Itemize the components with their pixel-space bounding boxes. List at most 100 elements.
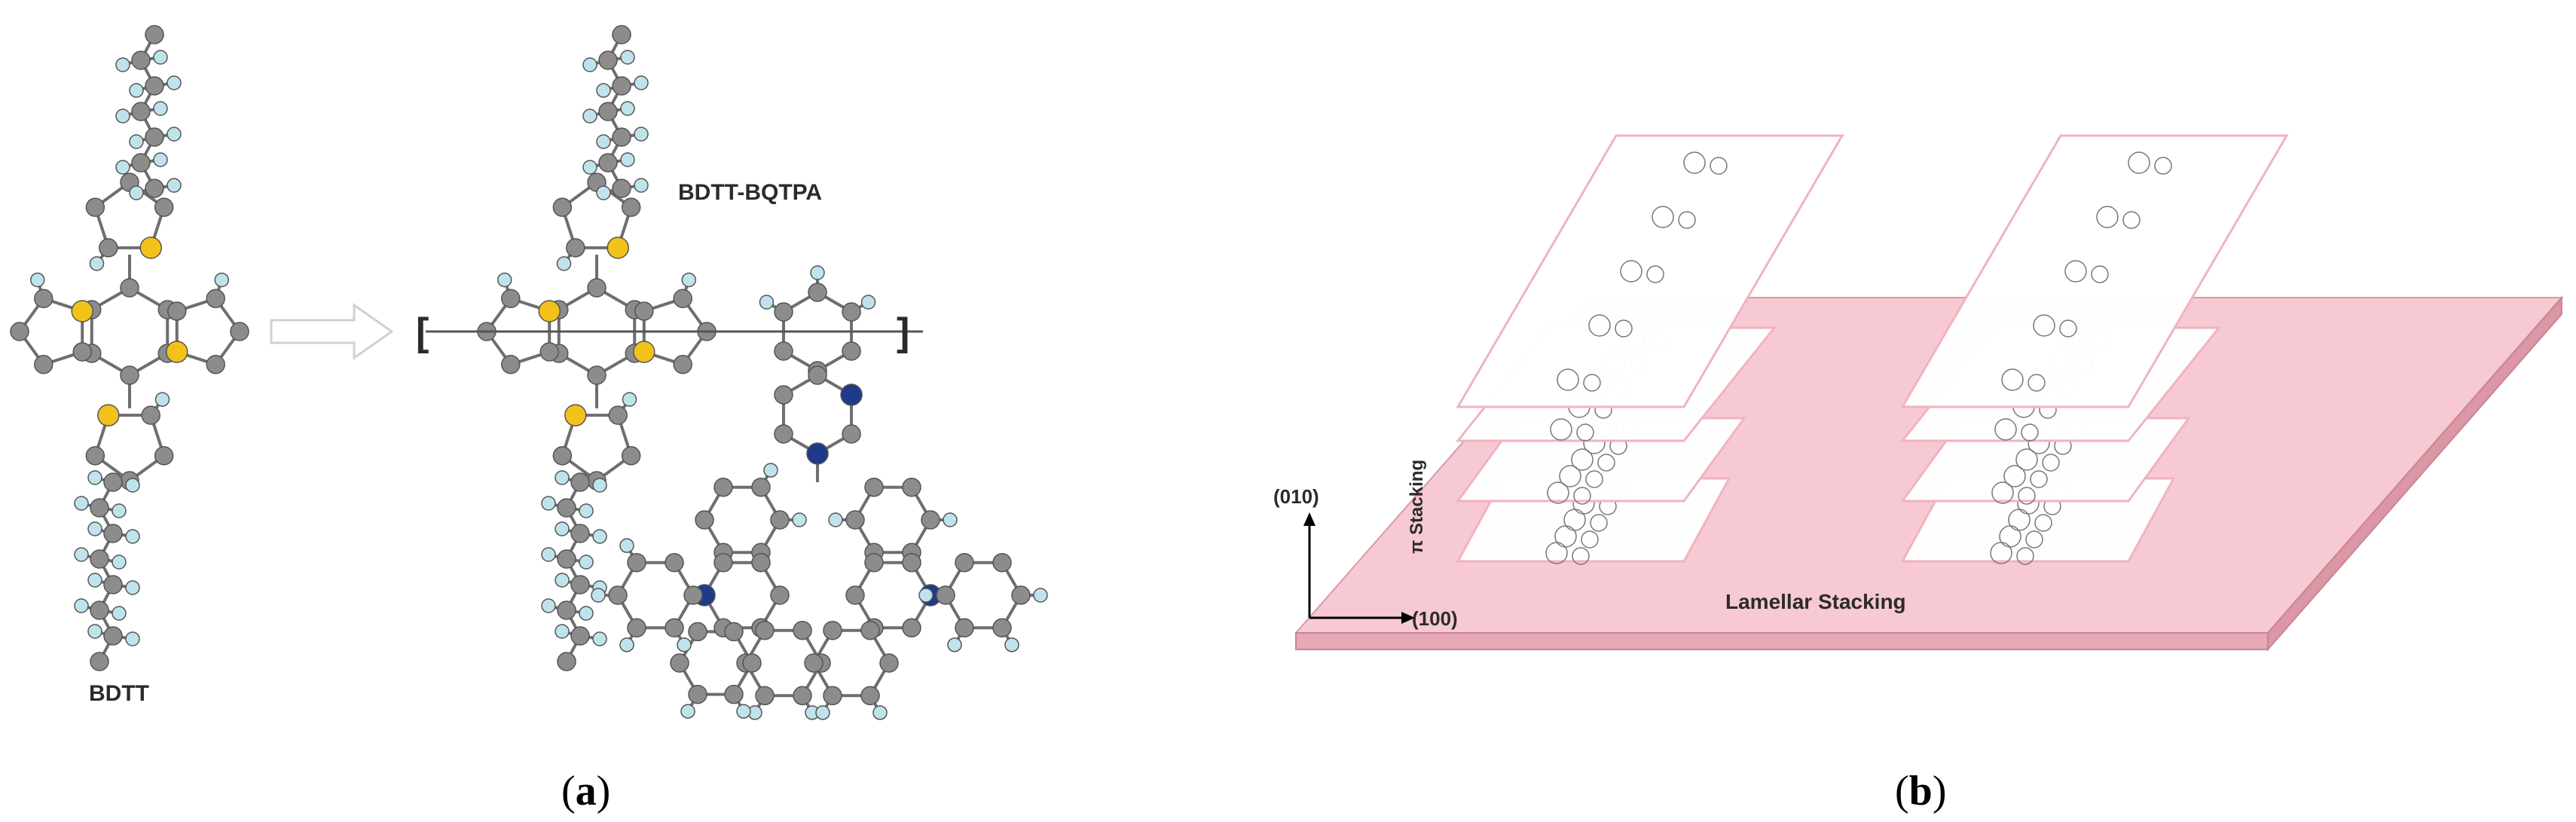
nitrogen-atom — [840, 383, 863, 406]
hydrogen-atom — [620, 50, 635, 65]
carbon-atom — [552, 197, 573, 217]
substrate-side — [2267, 295, 2562, 652]
hydrogen-atom — [30, 272, 45, 288]
hydrogen-atom — [592, 529, 607, 544]
carbon-atom — [724, 622, 744, 642]
hydrogen-atom — [763, 463, 778, 478]
carbon-atom — [145, 127, 164, 147]
hydrogen-atom — [918, 588, 934, 603]
carbon-atom — [570, 626, 590, 646]
carbon-atom — [10, 322, 29, 341]
carbon-atom — [860, 686, 880, 706]
carbon-atom — [845, 585, 865, 605]
carbon-atom — [864, 477, 884, 497]
axes — [1303, 512, 1415, 624]
lamellar-stacking-label: Lamellar Stacking — [1725, 590, 1906, 613]
hydrogen-atom — [129, 134, 144, 149]
carbon-atom — [120, 365, 139, 385]
carbon-atom — [85, 446, 105, 466]
transform-arrow — [270, 303, 394, 360]
carbon-atom — [793, 620, 812, 640]
carbon-atom — [808, 365, 827, 385]
carbon-atom — [774, 341, 793, 361]
carbon-atom — [131, 102, 151, 121]
carbon-atom — [557, 549, 576, 569]
carbon-atom — [612, 76, 631, 96]
sulfur-atom — [538, 300, 561, 322]
carbon-atom — [665, 552, 684, 573]
hydrogen-atom — [634, 75, 649, 90]
carbon-atom — [131, 153, 151, 173]
carbon-atom — [621, 446, 641, 466]
hydrogen-atom — [541, 547, 556, 562]
hydrogen-atom — [125, 478, 140, 493]
carbon-atom — [902, 477, 921, 497]
carbon-atom — [608, 405, 628, 425]
sulfur-atom — [71, 300, 93, 322]
pi-stacking-label: π Stacking — [1407, 460, 1427, 554]
hydrogen-atom — [872, 705, 888, 720]
hydrogen-atom — [214, 272, 229, 288]
hydrogen-atom — [167, 75, 182, 90]
hydrogen-atom — [87, 624, 102, 639]
carbon-atom — [120, 278, 139, 298]
hydrogen-atom — [129, 185, 144, 200]
carbon-atom — [501, 289, 521, 309]
hydrogen-atom — [89, 256, 105, 271]
carbon-atom — [230, 322, 249, 341]
hydrogen-atom — [620, 152, 635, 167]
carbon-atom — [688, 622, 707, 642]
hydrogen-atom — [125, 529, 140, 544]
stack-sheet — [1456, 134, 1844, 408]
carbon-atom — [751, 477, 771, 497]
carbon-atom — [103, 626, 123, 646]
carbon-atom — [72, 342, 92, 362]
carbon-atom — [557, 652, 576, 671]
hydrogen-atom — [759, 295, 775, 310]
hydrogen-atom — [810, 265, 825, 280]
hydrogen-atom — [556, 256, 572, 271]
hydrogen-atom — [596, 83, 611, 98]
carbon-atom — [955, 618, 974, 638]
hydrogen-atom — [634, 178, 649, 193]
polymer-label: BDTT-BQTPA — [678, 180, 822, 205]
panel-a: [ ] BDTT BDTT-BQTPA (a) — [10, 25, 1048, 814]
axis-100-label: (100) — [1412, 607, 1458, 630]
carbon-atom — [608, 585, 628, 605]
carbon-atom — [634, 301, 654, 321]
axis-010-label: (010) — [1273, 485, 1319, 508]
carbon-atom — [90, 652, 109, 671]
carbon-atom — [587, 365, 607, 385]
hydrogen-atom — [596, 134, 611, 149]
carbon-atom — [145, 179, 164, 198]
carbon-atom — [598, 50, 618, 70]
carbon-atom — [673, 354, 692, 374]
hydrogen-atom — [129, 83, 144, 98]
nitrogen-atom — [806, 442, 829, 465]
hydrogen-atom — [112, 606, 127, 621]
hydrogen-atom — [620, 101, 635, 116]
hydrogen-atom — [125, 631, 140, 646]
carbon-atom — [670, 653, 689, 673]
carbon-atom — [154, 197, 174, 217]
bracket-left: [ — [416, 310, 429, 354]
caption-a: (a) — [561, 768, 610, 814]
carbon-atom — [992, 618, 1012, 638]
carbon-atom — [90, 549, 109, 569]
hydrogen-atom — [115, 160, 130, 175]
hydrogen-atom — [582, 160, 597, 175]
hydrogen-atom — [947, 637, 962, 652]
carbon-atom — [145, 25, 164, 44]
atoms-layer — [10, 25, 1048, 720]
hydrogen-atom — [87, 573, 102, 588]
sulfur-atom — [607, 237, 629, 259]
sulfur-atom — [139, 237, 162, 259]
hydrogen-atom — [167, 178, 182, 193]
hydrogen-atom — [579, 606, 594, 621]
carbon-atom — [34, 289, 53, 309]
carbon-atom — [921, 510, 940, 530]
hydrogen-atom — [622, 392, 637, 407]
hydrogen-atom — [681, 272, 696, 288]
carbon-atom — [955, 552, 974, 573]
carbon-atom — [823, 686, 842, 706]
